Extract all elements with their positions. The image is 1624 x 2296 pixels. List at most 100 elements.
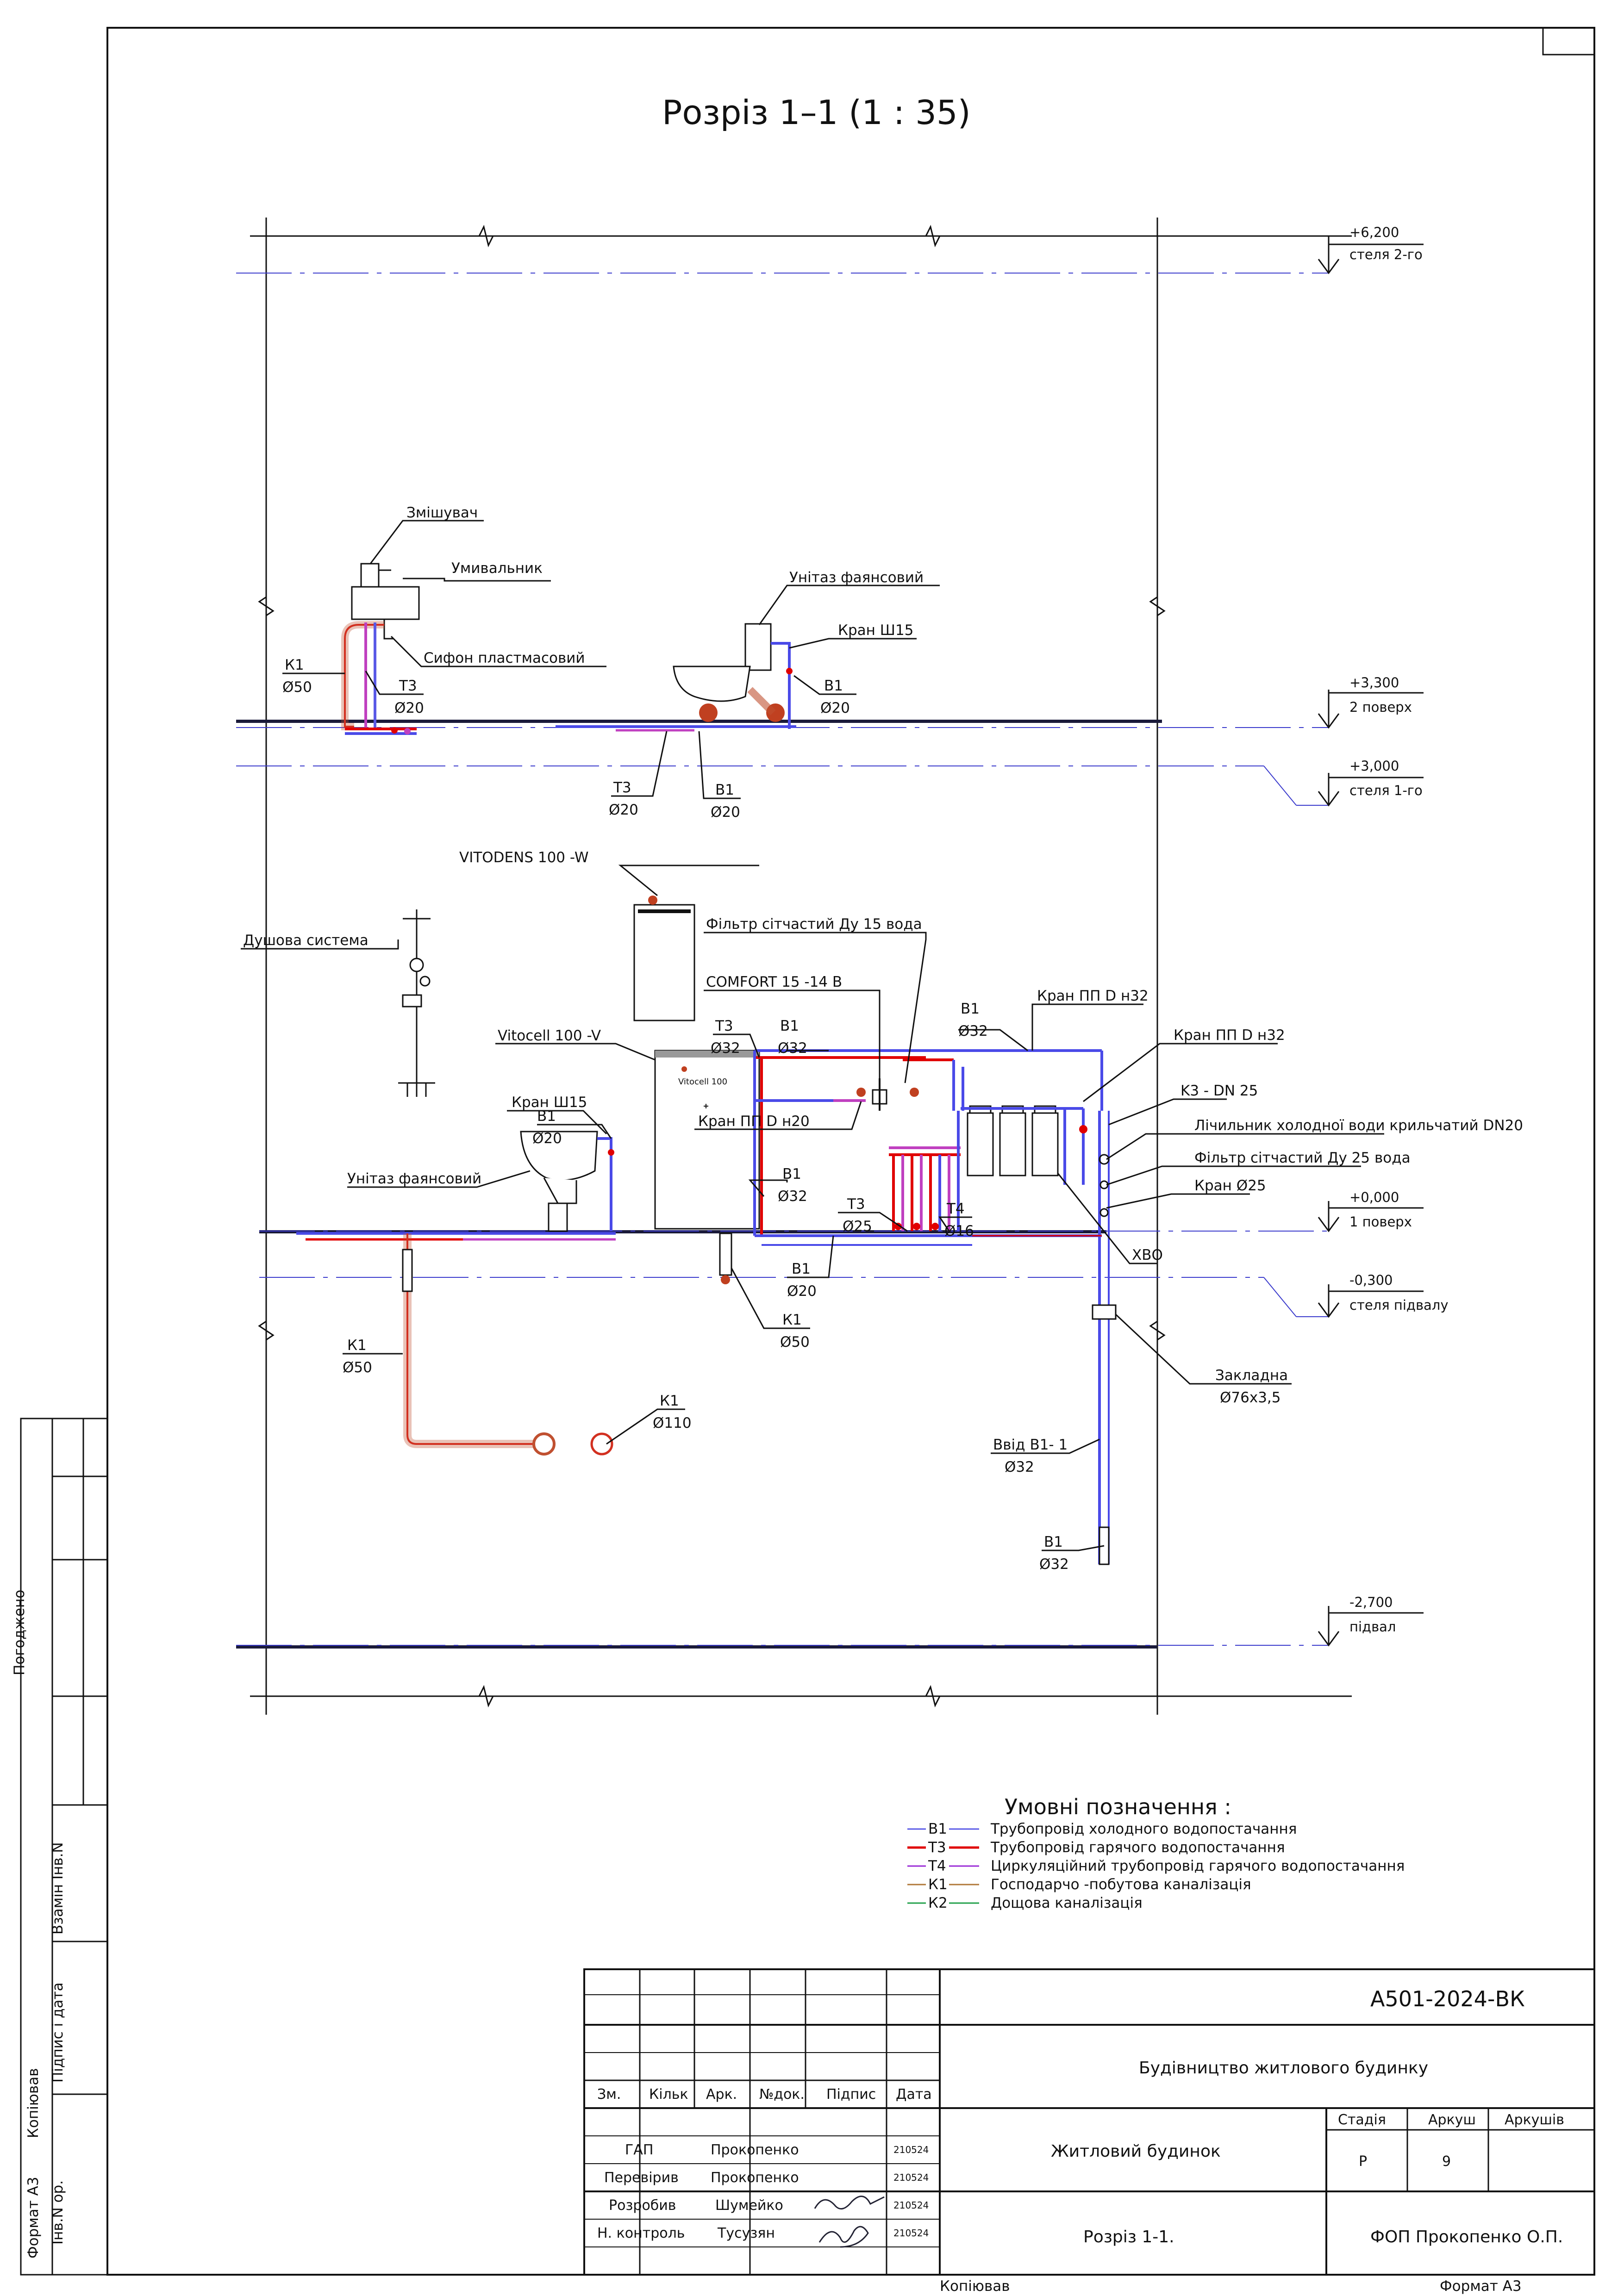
legend-text: Трубопровід гарячого водопостачання xyxy=(990,1839,1285,1856)
level-caption: стеля 2-го xyxy=(1349,247,1423,262)
footer-copied: Копіював xyxy=(940,2278,1010,2295)
side-inv-orig: Інв.N ор. xyxy=(50,2180,66,2245)
toilet-bowl-upper xyxy=(673,666,751,702)
level-caption: 2 поверх xyxy=(1349,699,1412,715)
pipe-code: Т3 xyxy=(613,779,631,796)
tank-vitocell xyxy=(654,1050,760,1230)
label-shower: Душова система xyxy=(243,932,369,949)
legend-item: Т3 Трубопровід гарячого водопостачання xyxy=(907,1839,1285,1856)
pipe-dia: Ø20 xyxy=(787,1283,817,1300)
legend-code: Т3 xyxy=(928,1839,946,1856)
side-replace-inv: Взамін Інв.N xyxy=(50,1842,66,1935)
pipe-dia: Ø50 xyxy=(282,679,312,696)
level-value: +3,000 xyxy=(1349,758,1399,774)
pipe-code: К1 xyxy=(347,1337,367,1354)
label-mesh-filter-25: Фільтр сітчастий Ду 25 вода xyxy=(1194,1150,1411,1166)
side-copied: Копіював xyxy=(25,2068,42,2139)
fixture-labels xyxy=(241,520,1384,1454)
label-meter: Лічильник холодної води крильчатий DN20 xyxy=(1194,1117,1523,1134)
level-value: +3,300 xyxy=(1349,675,1399,691)
tb-name: Тусузян xyxy=(717,2225,775,2241)
legend-title: Умовні позначення : xyxy=(1005,1794,1231,1819)
tb-date: 210524 xyxy=(893,2200,929,2211)
level-marker-6: -2,700 підвал xyxy=(1318,1594,1424,1647)
tb-sheet-name: Розріз 1-1. xyxy=(1083,2228,1174,2246)
legend-code: В1 xyxy=(928,1821,947,1837)
label-sleeve: Закладна xyxy=(1215,1367,1288,1384)
tank-inner-label: Vitocell 100 xyxy=(678,1077,727,1087)
tb-col-header: Підпис xyxy=(826,2086,876,2103)
tb-date: 210524 xyxy=(893,2172,929,2183)
label-valve-pp-32-a: Кран ПП D н32 xyxy=(1037,988,1149,1004)
tb-object: Житловий будинок xyxy=(1051,2142,1221,2161)
pipe-dia: Ø32 xyxy=(711,1040,740,1057)
pipe-code: В1 xyxy=(780,1018,799,1034)
legend-text: Трубопровід холодного водопостачання xyxy=(990,1821,1297,1837)
level-caption: стеля підвалу xyxy=(1349,1297,1449,1313)
washbasin xyxy=(351,586,420,620)
signature-1 xyxy=(814,2196,885,2210)
legend-item: К2 Дощова каналізація xyxy=(907,1895,1143,1911)
tb-col-header: Дата xyxy=(896,2086,932,2103)
pipe-dia: Ø32 xyxy=(1039,1556,1069,1573)
pipe-code: К1 xyxy=(660,1393,679,1409)
pipe-dia: Ø32 xyxy=(1005,1459,1034,1475)
pipe-dia: Ø110 xyxy=(653,1415,692,1431)
side-sign-date: Підпис і дата xyxy=(50,1982,66,2083)
pipe-label-leaders xyxy=(282,671,1105,1551)
pipe-code: Т3 xyxy=(399,678,417,694)
tb-date: 210524 xyxy=(893,2144,929,2155)
label-comfort: COMFORT 15 -14 B xyxy=(706,974,842,990)
label-siphon: Сифон пластмасовий xyxy=(424,650,585,666)
pipe-code: В1 xyxy=(824,678,843,694)
tb-sheet-label: Аркуш xyxy=(1428,2112,1476,2128)
level-caption: стеля 1-го xyxy=(1349,783,1423,798)
pipe-dia: Ø20 xyxy=(820,700,850,716)
pipe-dia: Ø50 xyxy=(343,1359,372,1376)
legend-code: К2 xyxy=(928,1895,948,1911)
title-block xyxy=(583,1968,1595,2276)
building-outline xyxy=(250,218,1352,1715)
label-valve-lower: Кран Ш15 xyxy=(512,1094,587,1111)
footer-format: Формат А3 xyxy=(1440,2278,1522,2295)
title-block-text: Зм. Кільк Арк. №док. Підпис Дата ГАП Про… xyxy=(597,1986,1564,2248)
label-tank: Vitocell 100 -V xyxy=(498,1027,601,1044)
second-floor-plumbing xyxy=(341,563,796,735)
pipe-dia: Ø20 xyxy=(394,700,424,716)
tb-sheet: 9 xyxy=(1442,2153,1451,2170)
label-k3: K3 - DN 25 xyxy=(1181,1083,1258,1099)
tb-project: Будівництво житлового будинку xyxy=(1139,2059,1428,2078)
legend: Умовні позначення : В1 Трубопровід холод… xyxy=(907,1794,1405,1911)
mixer xyxy=(360,563,380,588)
floor-slabs xyxy=(236,720,1162,1649)
tb-col-header: Кільк xyxy=(649,2086,688,2103)
pipe-code: Т3 xyxy=(847,1196,865,1213)
legend-code: К1 xyxy=(928,1876,948,1893)
level-marker-2: +3,300 2 поверх xyxy=(1318,675,1424,729)
level-caption: підвал xyxy=(1349,1619,1396,1635)
pipe-code: В1 xyxy=(792,1261,811,1277)
pipe-code: В1 xyxy=(782,1166,801,1182)
legend-code: Т4 xyxy=(928,1858,946,1874)
legend-text: Циркуляційний трубопровід гарячого водоп… xyxy=(991,1858,1405,1874)
label-mesh-filter-15: Фільтр сітчастий Ду 15 вода xyxy=(706,916,922,933)
label-valve-25: Кран Ø25 xyxy=(1194,1177,1266,1194)
pipe-code: К1 xyxy=(782,1312,802,1328)
label-valve-pp-20: Кран ПП D н20 xyxy=(698,1113,810,1130)
tb-role: Н. контроль xyxy=(597,2225,685,2241)
tb-col-header: Арк. xyxy=(706,2086,737,2103)
label-toilet-lower: Унітаз фаянсовий xyxy=(347,1170,481,1187)
label-hvo: ХВО xyxy=(1132,1247,1163,1263)
tb-name: Прокопенко xyxy=(711,2142,799,2158)
pipe-dia: Ø16 xyxy=(944,1223,974,1239)
level-marker-3: +3,000 стеля 1-го xyxy=(1263,758,1424,807)
label-washbasin: Умивальник xyxy=(451,560,543,577)
side-format: Формат А3 xyxy=(25,2177,42,2259)
level-caption: 1 поверх xyxy=(1349,1214,1412,1230)
side-agreed: Погоджено xyxy=(11,1590,28,1675)
tb-stage-label: Стадія xyxy=(1338,2112,1386,2128)
label-sleeve-size: Ø76х3,5 xyxy=(1220,1389,1281,1406)
pipe-dia: Ø32 xyxy=(958,1023,988,1039)
pipe-code: В1 xyxy=(715,782,734,798)
